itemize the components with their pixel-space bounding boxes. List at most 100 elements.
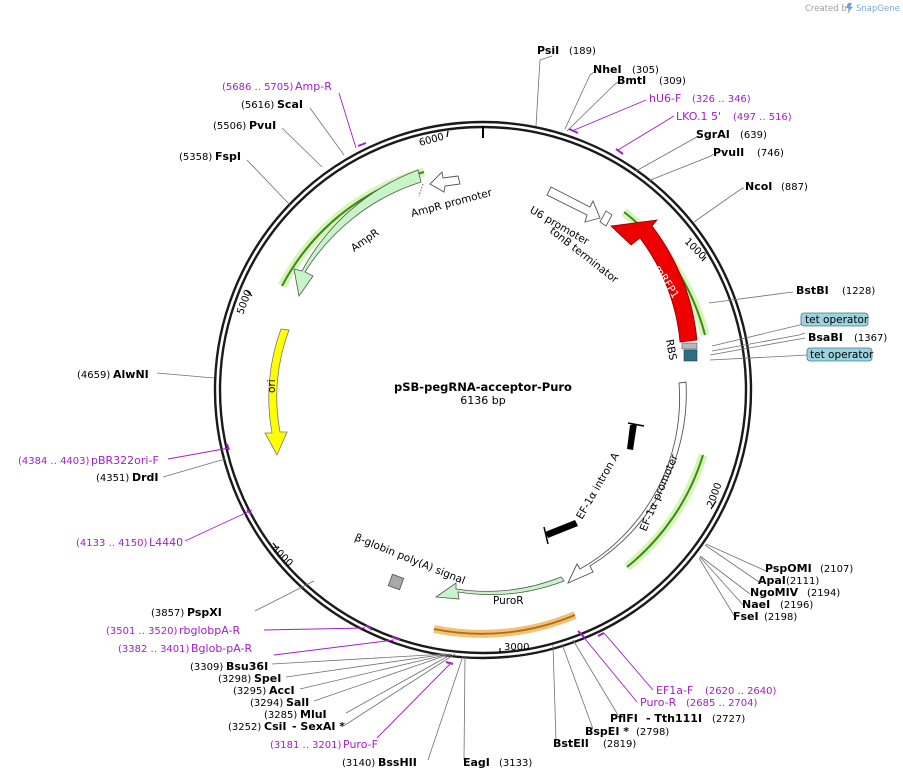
puror-highlight [433,611,577,638]
site-leaders [156,55,809,761]
primer-pbr322: pBR322ori-F [91,454,159,467]
ori-label: ori [266,379,278,393]
site-nhei-pos: (305) [632,65,659,76]
ampr-divider [418,183,424,197]
site-sgrai: SgrAI [696,128,730,141]
site-sgrai-pos: (639) [740,130,767,141]
site-bsshii-pos: (3140) [342,758,375,769]
ori-arrow [264,328,290,456]
credit-brand: SnapGene [856,4,900,14]
tick-mark [272,542,278,549]
primer-l4440: L4440 [149,536,183,549]
site-alwni-pos: (4659) [77,370,110,381]
site-ncoi-pos: (887) [781,182,808,193]
primer-hu6f-pos: (326 .. 346) [692,94,751,105]
ampr-arrow [293,169,422,298]
site-apai-pos: (2111) [786,576,819,587]
site-spei: SpeI [254,672,281,685]
primer-leaders [167,92,675,739]
primer-puror: Puro-R [640,696,677,709]
primer-rbglob: rbglobpA-R [179,624,240,637]
primer-bglob-pos: (3382 .. 3401) [118,644,190,655]
site-mlui-pos: (3285) [264,710,297,721]
ef1a-promoter-arrow [567,381,687,584]
plasmid-length: 6136 bp [460,394,505,407]
ef1a-intron-label: EF-1α intron A [574,450,622,521]
mrfp1-arrow [610,219,698,343]
site-pflfi: PflFI [610,712,638,725]
tick-marks [245,130,717,653]
site-spei-pos: (3298) [218,674,251,685]
puror-strand-line [433,614,576,635]
backbone-outer-strand [213,120,753,660]
intron-top-cap [627,422,645,427]
site-bspei-pos: (2798) [636,727,669,738]
intron-bottom-cap [543,526,549,545]
primer-lko15-pos: (497 .. 516) [733,112,792,123]
site-pvui: PvuI [249,119,276,132]
tick-mark [446,130,449,138]
site-nhei: NheI [593,63,622,76]
site-ngomiv: NgoMIV [750,586,799,599]
site-pvuii-pos: (746) [757,148,784,159]
tick-mark [245,289,253,297]
site-bmti-pos: (309) [659,76,686,87]
site-tth111i: - Tth111I [646,712,702,725]
primer-l4440-pos: (4133 .. 4150) [76,538,148,549]
tick-label-3000: 3000 [504,642,529,653]
site-drdi-pos: (4351) [96,473,129,484]
primer-puror-pos: (2685 .. 2704) [686,698,758,709]
site-csii-pos: (3252) [228,722,261,733]
site-sexai: - SexAI * [292,720,345,733]
site-scai-pos: (5616) [241,100,274,111]
site-alwni: AlwNI [113,368,149,381]
ampr-label: AmpR [349,227,382,255]
site-sali-pos: (3294) [250,698,283,709]
primer-ef1af-pos: (2620 .. 2640) [705,686,777,697]
tick-mark [701,256,707,262]
tet-operator-badge-2 [806,347,873,362]
rbs-label: RBS [663,338,679,361]
primer-lko15: LKO.1 5' [676,110,721,123]
globin-polya-box [387,573,405,591]
site-csii: CsiI [264,720,286,733]
site-bsabi: BsaBI [808,331,843,344]
site-pspomi-pos: (2107) [820,564,853,575]
site-pvui-pos: (5506) [213,121,246,132]
primer-ef1af: EF1a-F [656,684,693,697]
tonb-terminator-shape [599,210,613,227]
site-naei-pos: (2196) [780,600,813,611]
site-bmti: BmtI [617,74,646,87]
site-bsu36i-pos: (3309) [190,662,223,673]
site-ngomiv-pos: (2194) [807,588,840,599]
site-naei: NaeI [742,598,770,611]
site-drdi: DrdI [132,471,159,484]
site-sali: SalI [286,696,309,709]
tick-mark [710,500,717,510]
tet-operator-marker [683,349,698,362]
site-fspi: FspI [215,150,241,163]
tet-operator-label-2: tet operator [810,349,874,361]
site-acci-pos: (3295) [233,686,266,697]
primer-ampr-pos: (5686 .. 5705) [222,82,294,93]
ampr-promoter-label: AmpR promoter [410,187,494,220]
site-bsshii: BssHII [378,756,417,769]
site-psii-pos: (189) [569,46,596,57]
ef1a-strand-line [626,454,704,568]
site-eagi-pos: (3133) [499,758,532,769]
globin-polya-label: β-globin poly(A) signal [353,532,467,587]
ampr-promoter-arrow [429,171,461,193]
site-bsu36i: Bsu36I [226,660,268,673]
plasmid-name: pSB-pegRNA-acceptor-Puro [394,380,572,394]
primer-ampr: Amp-R [295,80,332,93]
intron-block-bottom [545,520,578,538]
site-pspxi-pos: (3857) [151,608,184,619]
tet-operator-badge-1 [800,312,869,327]
primer-hu6f: hU6-F [649,92,681,105]
intron-block-top [627,424,637,450]
u6-promoter-arrow [546,186,601,223]
site-pvuii: PvuII [713,146,744,159]
puror-label: PuroR [493,595,524,607]
credit-prefix: Created by [805,4,852,14]
